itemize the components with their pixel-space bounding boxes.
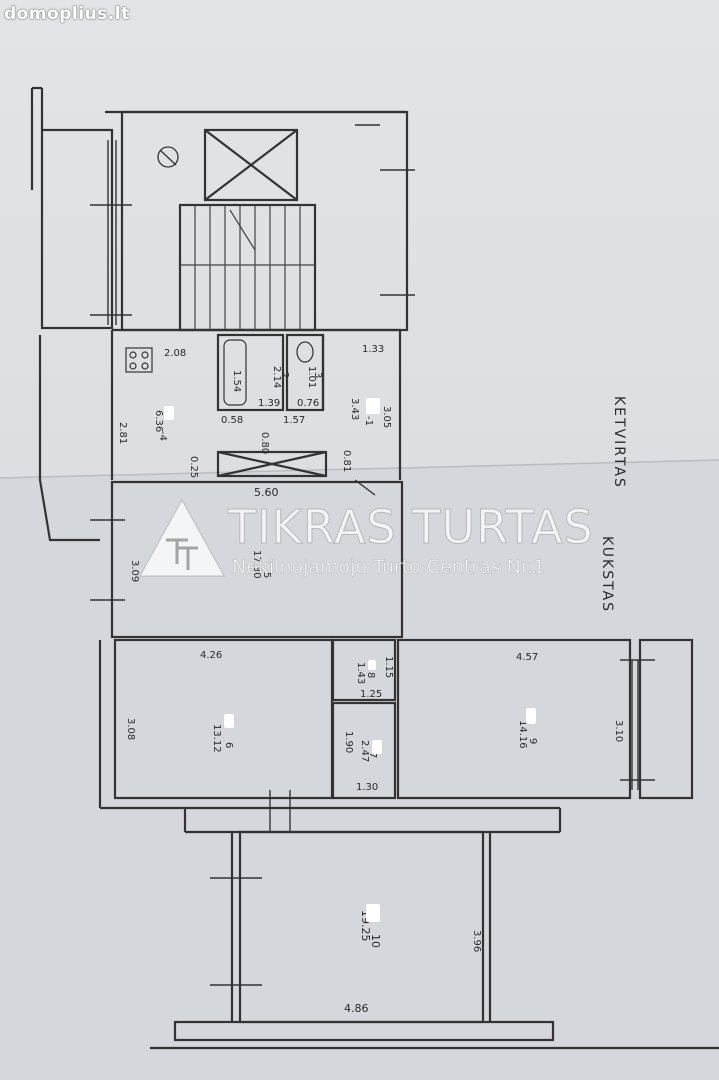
area-wc: 1.01: [306, 366, 317, 388]
num-bedroom-left: 6: [223, 742, 234, 748]
dim-bottom-w: 4.86: [344, 1002, 369, 1015]
dim-closet-h: 1.15: [383, 656, 394, 678]
dim-living-w: 5.60: [254, 486, 279, 499]
paper-fold-line: [0, 459, 719, 479]
dim-hall-w: 1.33: [362, 344, 384, 355]
dim-corr-b: 1.57: [283, 415, 305, 426]
num-closet: 8: [365, 672, 376, 678]
stove-icon: [125, 347, 153, 373]
num-bath: 2: [279, 372, 290, 378]
stair-treads: [180, 205, 315, 330]
dim-bottom-h: 3.96: [471, 930, 482, 952]
dim-hall-h: 3.05: [381, 406, 392, 428]
dim-closet-w: 1.25: [360, 689, 382, 700]
dim-kitchen-w: 2.08: [164, 348, 186, 359]
redaction-mark: [224, 714, 234, 728]
redaction-mark: [366, 398, 380, 414]
dimension-labels: 2.08 2.81 1.54 1.39 0.76 1.33 3.05 0.58 …: [117, 344, 624, 1015]
dim-bath-w: 1.39: [258, 398, 280, 409]
dim-bath-h: 1.54: [231, 370, 242, 392]
area-hall-top: 3.43: [349, 398, 360, 420]
redaction-mark: [164, 406, 174, 420]
area-bedroom-right: 14.16: [517, 720, 528, 749]
dim-pantry-w: 1.30: [356, 782, 378, 793]
note-ketvirtas: KETVIRTAS: [611, 396, 627, 489]
dim-wc-w: 0.76: [297, 398, 319, 409]
bathtub-icon: [223, 339, 247, 406]
dim-corr-a: 0.58: [221, 415, 243, 426]
dim-bedroom-right-w: 4.57: [516, 652, 538, 663]
handwritten-notes: KETVIRTAS KUKSTAS: [599, 396, 627, 613]
area-living: 17.30: [251, 550, 262, 579]
dim-pantry-h: 1.90: [343, 731, 354, 753]
window-ticks: [90, 124, 655, 986]
area-bedroom-left: 13.12: [211, 724, 222, 753]
num-pantry: 7: [367, 752, 378, 758]
area-pantry: 2.47: [359, 740, 370, 762]
paper-fold-shade: [0, 460, 719, 1080]
dim-bedroom-left-h: 3.08: [125, 718, 136, 740]
note-kukstas: KUKSTAS: [599, 536, 615, 613]
area-closet: 1.43: [355, 662, 366, 684]
dim-bedroom-right-h: 3.10: [613, 720, 624, 742]
dim-corr-c: 0.80: [259, 432, 270, 454]
num-hall-top: -1: [363, 416, 374, 426]
redaction-mark: [526, 708, 536, 724]
num-room-bottom: 10: [369, 934, 382, 948]
watermark-title: TIKRAS TURTAS: [228, 500, 594, 555]
redaction-mark: [368, 660, 376, 670]
agency-logo: [139, 498, 225, 577]
num-wc: 3: [312, 372, 323, 378]
dim-kitchen-h: 2.81: [117, 422, 128, 444]
walls: [30, 86, 719, 1050]
site-watermark: domoplius.lt: [4, 4, 130, 24]
toilet-icon: [296, 341, 314, 363]
num-kitchen: -4: [157, 431, 168, 441]
dim-corr-d: 0.25: [188, 456, 199, 478]
dim-bedroom-left-w: 4.26: [200, 650, 222, 661]
stairwell-walls: [120, 110, 409, 332]
area-kitchen: 6.36: [153, 410, 164, 432]
hatch-symbol-icon: [157, 146, 179, 168]
watermark-subtitle: Nekilnojamojo Turto Centras Nr.1: [232, 556, 546, 579]
redaction-mark: [366, 904, 380, 922]
room-area-labels: 6.36 2.14 1.01 3.43 17.30 1.43 13.12 2.4…: [153, 366, 538, 948]
area-bath: 2.14: [271, 366, 282, 388]
redaction-mark: [372, 740, 382, 754]
num-living: 5: [261, 572, 272, 578]
dim-corr-e: 0.81: [341, 450, 352, 472]
num-bedroom-right: 9: [527, 738, 538, 744]
dim-living-h: 3.09: [129, 560, 140, 582]
